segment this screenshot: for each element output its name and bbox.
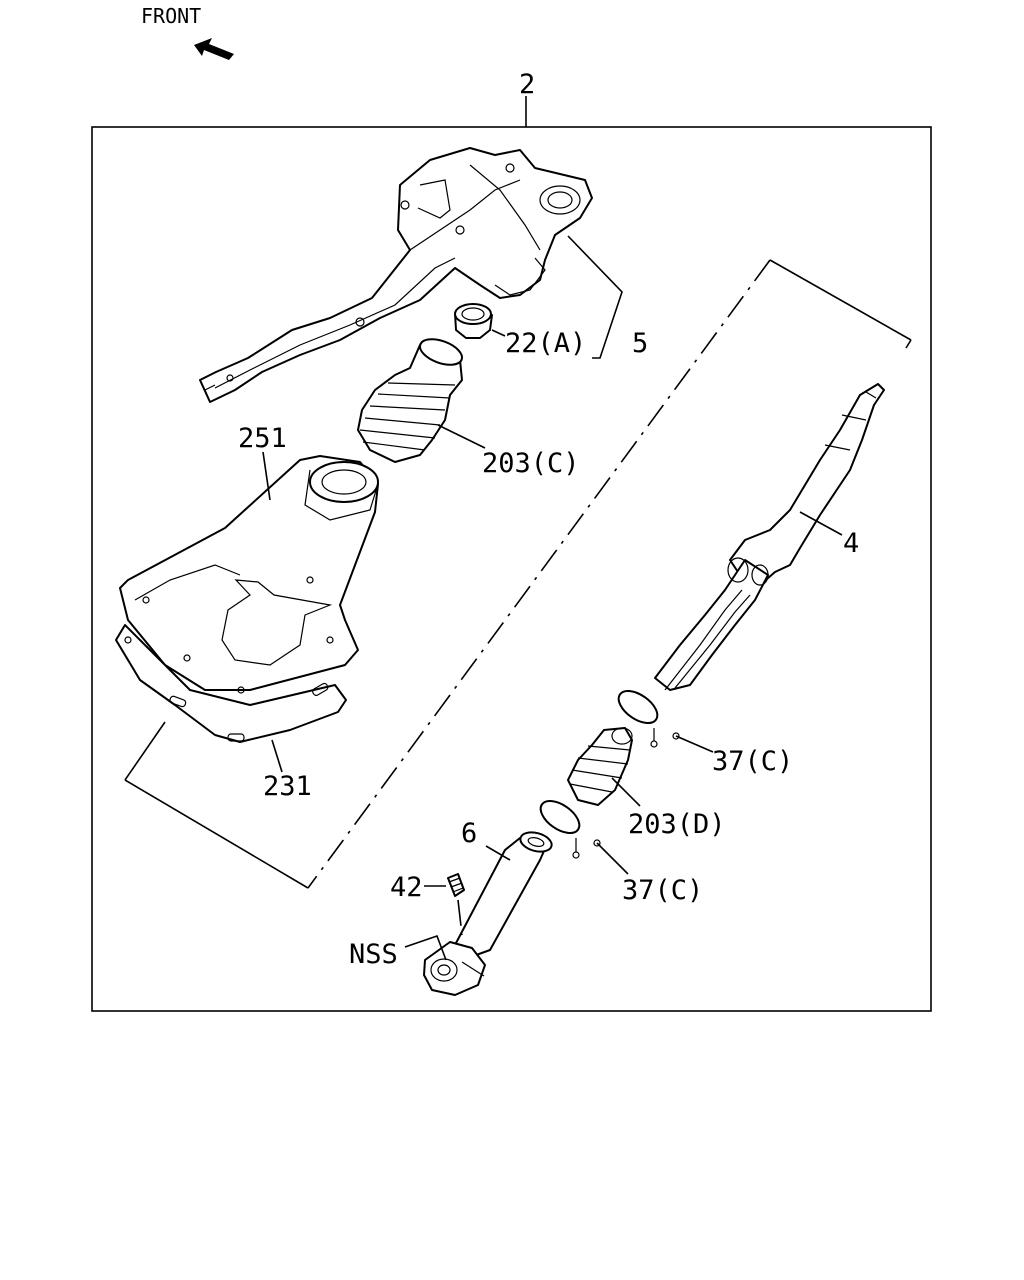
callout-37c-upper: 37(C)	[712, 746, 793, 777]
callout-203c: 203(C)	[482, 448, 580, 479]
callout-6: 6	[461, 818, 477, 849]
callout-6-leader	[485, 845, 511, 861]
callout-5: 5	[632, 328, 648, 359]
callout-22a-leader	[491, 329, 506, 337]
callout-4-leader	[799, 511, 843, 536]
callout-203d: 203(D)	[628, 809, 726, 840]
callout-231: 231	[263, 771, 312, 802]
leader-dot	[672, 732, 680, 740]
shaft-part	[654, 383, 885, 691]
callout-42: 42	[390, 872, 423, 903]
subassembly-bracket	[124, 259, 912, 889]
callout-5-leader	[567, 235, 623, 359]
callout-231-leader	[271, 739, 283, 773]
callout-2: 2	[519, 69, 535, 100]
callout-37c-lower: 37(C)	[622, 875, 703, 906]
callout-22a: 22(A)	[505, 328, 586, 359]
callout-nss-leader	[404, 934, 447, 961]
gasket-part	[115, 624, 347, 743]
callout-203d-leader	[611, 777, 641, 807]
lower-clip-part	[539, 800, 581, 859]
arrow-up-left-icon	[194, 38, 234, 60]
callout-37c-upper-leader	[675, 735, 714, 753]
callout-4: 4	[843, 528, 859, 559]
callout-251-leader	[262, 451, 271, 501]
upper-clip-part	[617, 690, 659, 748]
assembly-frame	[91, 126, 932, 1012]
lower-boot-part	[567, 727, 633, 806]
callout-37c-lower-leader	[596, 842, 629, 875]
callout-251: 251	[238, 423, 287, 454]
leader-dot	[593, 839, 601, 847]
front-label: FRONT	[141, 4, 201, 28]
grease-fitting-part	[447, 873, 465, 936]
bracket-part	[199, 147, 593, 403]
cover-part	[119, 455, 379, 694]
tube-part	[423, 831, 553, 996]
callout-nss: NSS	[349, 939, 398, 970]
bushing-part	[454, 303, 493, 339]
upper-boot-part	[357, 338, 464, 463]
callout-203c-leader	[437, 424, 486, 449]
